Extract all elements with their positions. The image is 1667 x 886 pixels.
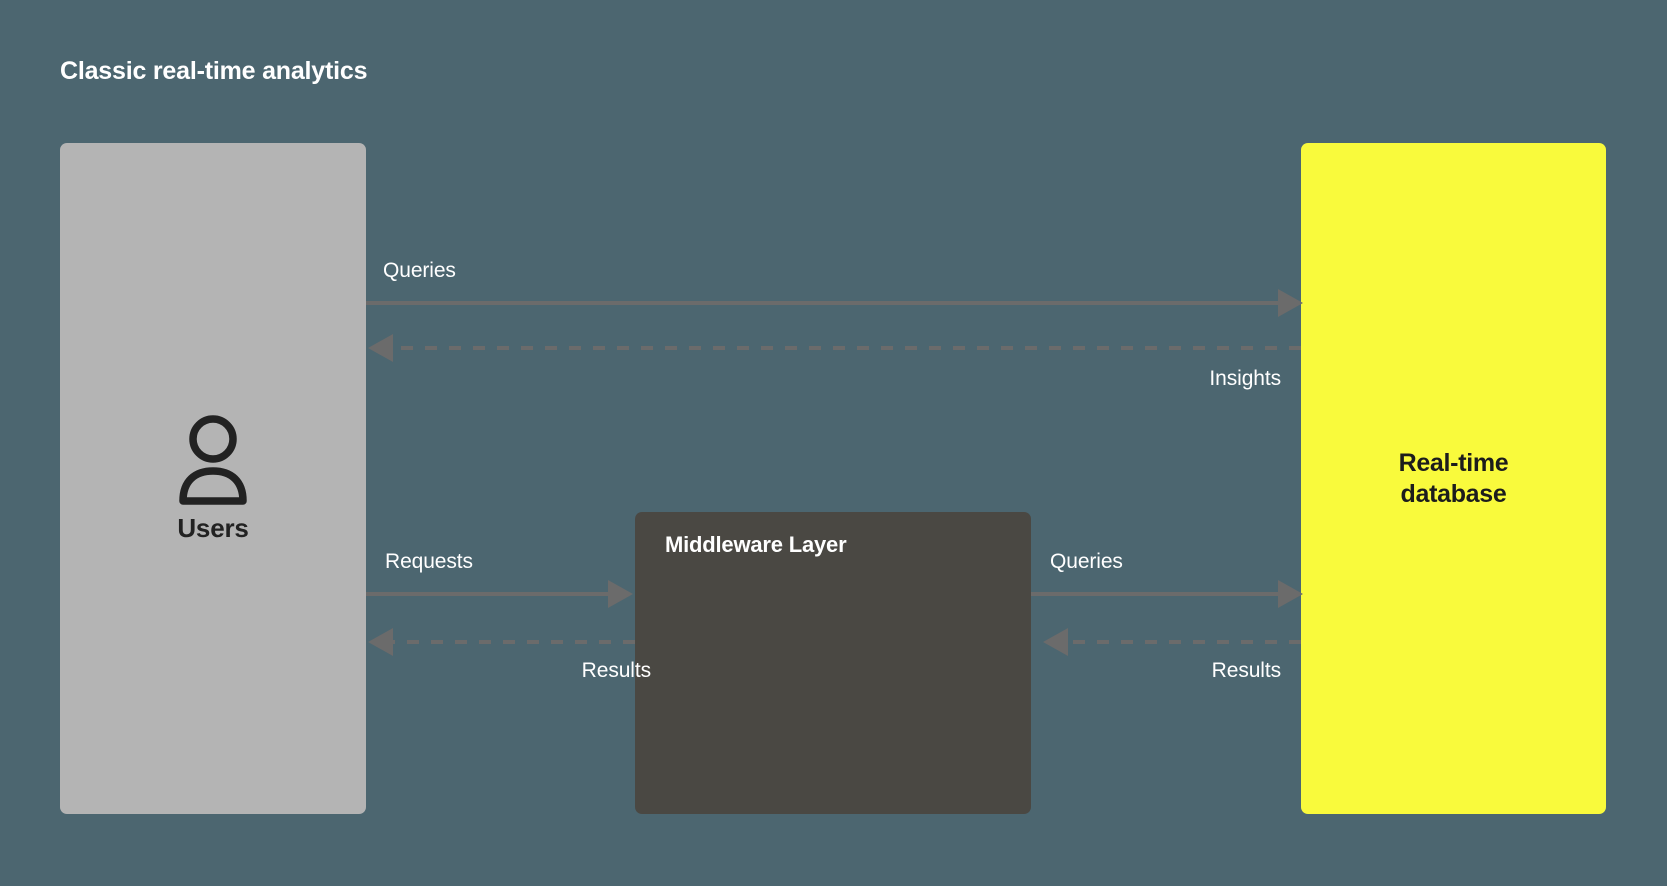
node-database[interactable]: Real-time database (1301, 143, 1606, 814)
node-users-label: Users (177, 513, 249, 543)
node-database-label-line2: database (1400, 479, 1507, 508)
node-middleware[interactable]: Middleware Layer (635, 512, 1031, 814)
edge-results-left (368, 628, 635, 656)
edge-queries-top (366, 289, 1303, 317)
person-icon (171, 413, 255, 507)
edge-label-requests: Requests (385, 550, 473, 573)
edge-label-results-left: Results (581, 659, 651, 682)
node-users[interactable]: Users (60, 143, 366, 814)
node-users-content: Users (60, 143, 366, 814)
edge-label-queries-mid: Queries (1050, 550, 1123, 573)
page-title: Classic real-time analytics (60, 57, 368, 85)
node-middleware-label: Middleware Layer (665, 532, 847, 557)
edge-queries-mid (1031, 580, 1303, 608)
edge-label-results-right: Results (1211, 659, 1281, 682)
edge-label-queries-top: Queries (383, 259, 456, 282)
edge-insights (368, 334, 1301, 362)
edge-results-right (1043, 628, 1301, 656)
node-database-content: Real-time database (1301, 143, 1606, 814)
edge-label-insights: Insights (1209, 367, 1281, 390)
node-database-label-line1: Real-time (1398, 448, 1509, 477)
node-database-label: Real-time database (1399, 448, 1509, 510)
edge-requests (366, 580, 633, 608)
